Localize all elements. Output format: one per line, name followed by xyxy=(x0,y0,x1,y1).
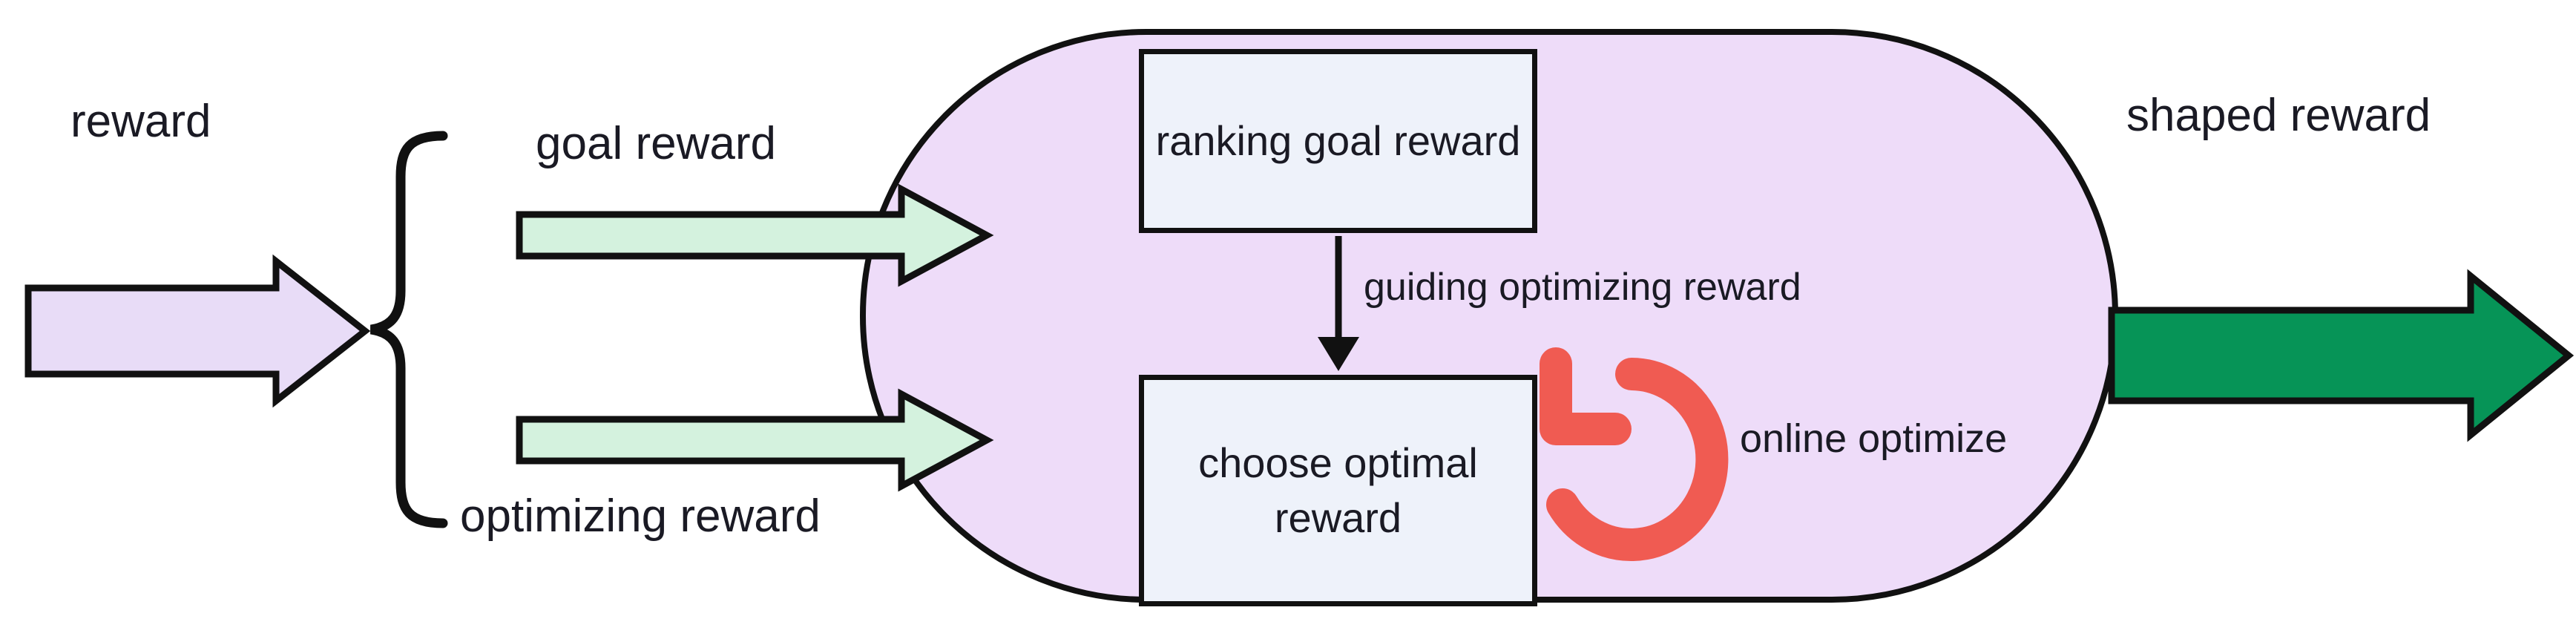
shaped-reward-label: shaped reward xyxy=(2126,90,2431,141)
shaped-reward-output-arrow xyxy=(2108,269,2575,442)
node-ranking-goal-reward: ranking goal reward xyxy=(1139,49,1537,233)
circular-refresh-icon xyxy=(1540,347,1729,561)
goal-reward-arrow xyxy=(516,183,994,287)
curly-brace-icon xyxy=(369,131,448,528)
node-choose-optimal-reward-label: choose optimal reward xyxy=(1198,436,1478,545)
node-choose-optimal-reward: choose optimal reward xyxy=(1139,375,1537,606)
node-choose-optimal-reward-line1: choose optimal xyxy=(1198,439,1478,487)
online-optimize-label: online optimize xyxy=(1740,416,2008,461)
guiding-optimizing-reward-label: guiding optimizing reward xyxy=(1364,266,1801,309)
reward-input-arrow xyxy=(24,254,371,408)
node-ranking-goal-reward-label: ranking goal reward xyxy=(1155,117,1521,165)
guiding-flow-arrow xyxy=(1318,236,1359,371)
goal-reward-label: goal reward xyxy=(536,118,776,169)
reward-input-label: reward xyxy=(70,96,211,147)
node-choose-optimal-reward-line2: reward xyxy=(1274,494,1402,541)
optimizing-reward-arrow xyxy=(516,388,994,492)
optimizing-reward-label: optimizing reward xyxy=(460,491,821,542)
